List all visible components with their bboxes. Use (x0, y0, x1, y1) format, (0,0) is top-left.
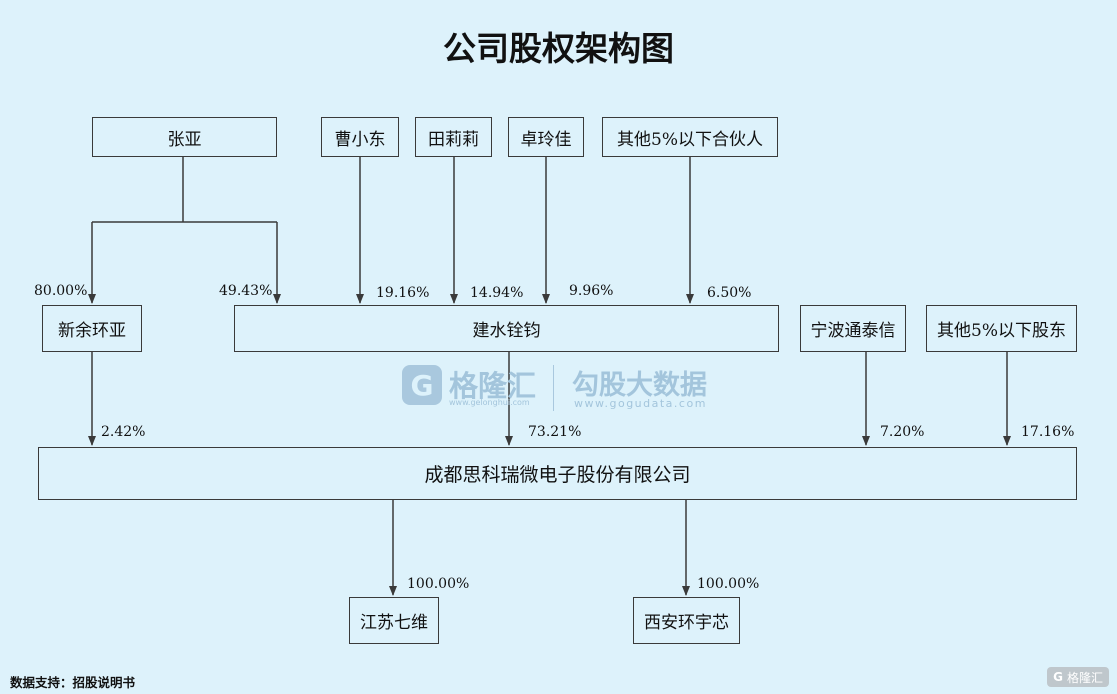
node-other-partners: 其他5%以下合伙人 (602, 117, 778, 157)
pct-tian-jianshui: 14.94% (470, 285, 524, 301)
watermark-partner-url: www.gogudata.com (574, 397, 707, 410)
pct-jianshui-company: 73.21% (528, 424, 582, 440)
node-zhang-ya: 张亚 (92, 117, 277, 157)
watermark-separator (553, 365, 554, 411)
corner-brand-text: 格隆汇 (1066, 670, 1103, 685)
diagram-title: 公司股权架构图 (443, 29, 674, 68)
pct-company-jiangsu: 100.00% (407, 576, 470, 592)
pct-xinyu-company: 2.42% (101, 424, 146, 440)
node-company: 成都思科瑞微电子股份有限公司 (38, 447, 1077, 500)
watermark-logo-icon: G (402, 365, 442, 405)
pct-zhang-jianshui: 49.43% (219, 283, 273, 299)
pct-cao-jianshui: 19.16% (376, 285, 430, 301)
node-tian-lili: 田莉莉 (415, 117, 492, 157)
node-xinyu-huanya: 新余环亚 (42, 305, 142, 352)
corner-g-icon: G (1053, 670, 1063, 684)
pct-zhang-xinyu: 80.00% (34, 283, 88, 299)
node-jiangsu-qiwei: 江苏七维 (349, 597, 439, 644)
watermark-partner: 勾股大数据 (572, 370, 707, 401)
pct-ningbo-company: 7.20% (880, 424, 925, 440)
node-other-shareholders: 其他5%以下股东 (926, 305, 1077, 352)
pct-company-xian: 100.00% (697, 576, 760, 592)
node-jianshui-quanjun: 建水铨钧 (234, 305, 779, 352)
pct-zhuo-jianshui: 9.96% (569, 283, 614, 299)
corner-brand-logo: G 格隆汇 (1047, 667, 1109, 687)
pct-others-jianshui: 6.50% (707, 285, 752, 301)
watermark-brand: 格隆汇 (449, 369, 537, 403)
node-ningbo-tongtaixin: 宁波通泰信 (800, 305, 906, 352)
node-zhuo-lingjia: 卓玲佳 (508, 117, 584, 157)
watermark-brand-url: www.gelonghui.com (449, 398, 530, 407)
node-xian-huanyuxin: 西安环宇芯 (633, 597, 740, 644)
data-source-note: 数据支持：招股说明书 (10, 675, 136, 690)
node-cao-xiaodong: 曹小东 (321, 117, 399, 157)
pct-others-company: 17.16% (1021, 424, 1075, 440)
